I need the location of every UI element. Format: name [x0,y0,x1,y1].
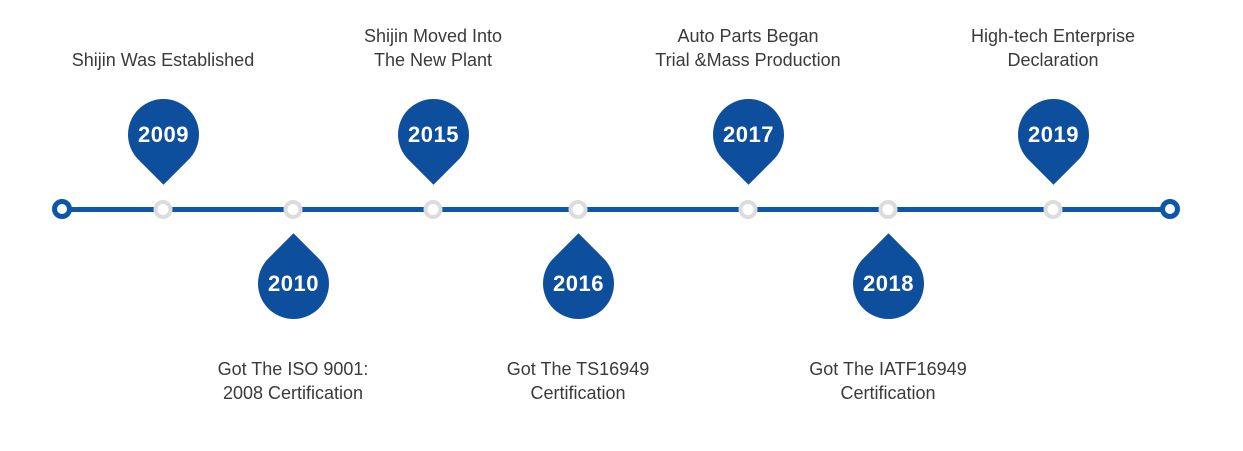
timeline-endpoint-left [52,199,72,219]
milestone-title-line: The New Plant [373,50,493,70]
milestone-title-line: Shijin Moved Into [363,26,503,46]
timeline-node-2016 [568,200,588,219]
balloon-shape: 2017 [697,83,799,185]
timeline-node-2009 [153,200,173,219]
year-label: 2009 [137,121,189,146]
timeline-item-2009: Shijin Was Established 2009 [33,20,293,185]
milestone-title-line: Declaration [1007,50,1099,70]
year-balloon: 2018 [837,232,939,334]
milestone-title-line: High-tech Enterprise [970,26,1136,46]
year-label: 2015 [407,121,459,146]
balloon-shape: 2016 [527,232,629,334]
year-balloon: 2016 [527,232,629,334]
timeline-axis [62,207,1170,212]
year-label: 2017 [722,121,774,146]
milestone-title-line: Got The IATF16949 [809,359,967,379]
milestone-title-line: Shijin Was Established [71,50,255,70]
milestone-title-line: Certification [840,383,936,403]
year-balloon: 2009 [112,83,214,185]
timeline-node-2017 [738,200,758,219]
year-label: 2016 [552,270,604,295]
balloon-shape: 2009 [112,83,214,185]
timeline-node-2010 [283,200,303,219]
balloon-shape: 2019 [1002,83,1104,185]
milestone-title: Got The ISO 9001: 2008 Certification [218,357,369,405]
year-label: 2018 [862,270,914,295]
milestone-title-line: Auto Parts Began [677,26,819,46]
balloon-shape: 2010 [242,232,344,334]
year-balloon: 2017 [697,83,799,185]
milestone-title-line: Trial &Mass Production [655,50,841,70]
milestone-title-line: Got The TS16949 [506,359,650,379]
timeline-node-2015 [423,200,443,219]
balloon-shape: 2015 [382,83,484,185]
timeline-node-2018 [878,200,898,219]
timeline-item-2010: Got The ISO 9001: 2008 Certification 2010 [163,232,423,405]
year-balloon: 2015 [382,83,484,185]
milestone-title-line: Got The ISO 9001: [217,359,369,379]
year-label: 2019 [1027,121,1079,146]
timeline-node-2019 [1043,200,1063,219]
milestone-title-line: Certification [530,383,626,403]
year-balloon: 2010 [242,232,344,334]
timeline-endpoint-right [1160,199,1180,219]
balloon-shape: 2018 [837,232,939,334]
milestone-title: Shijin Was Established [72,20,254,72]
year-label: 2010 [267,270,319,295]
year-balloon: 2019 [1002,83,1104,185]
milestone-title-line: 2008 Certification [222,383,364,403]
